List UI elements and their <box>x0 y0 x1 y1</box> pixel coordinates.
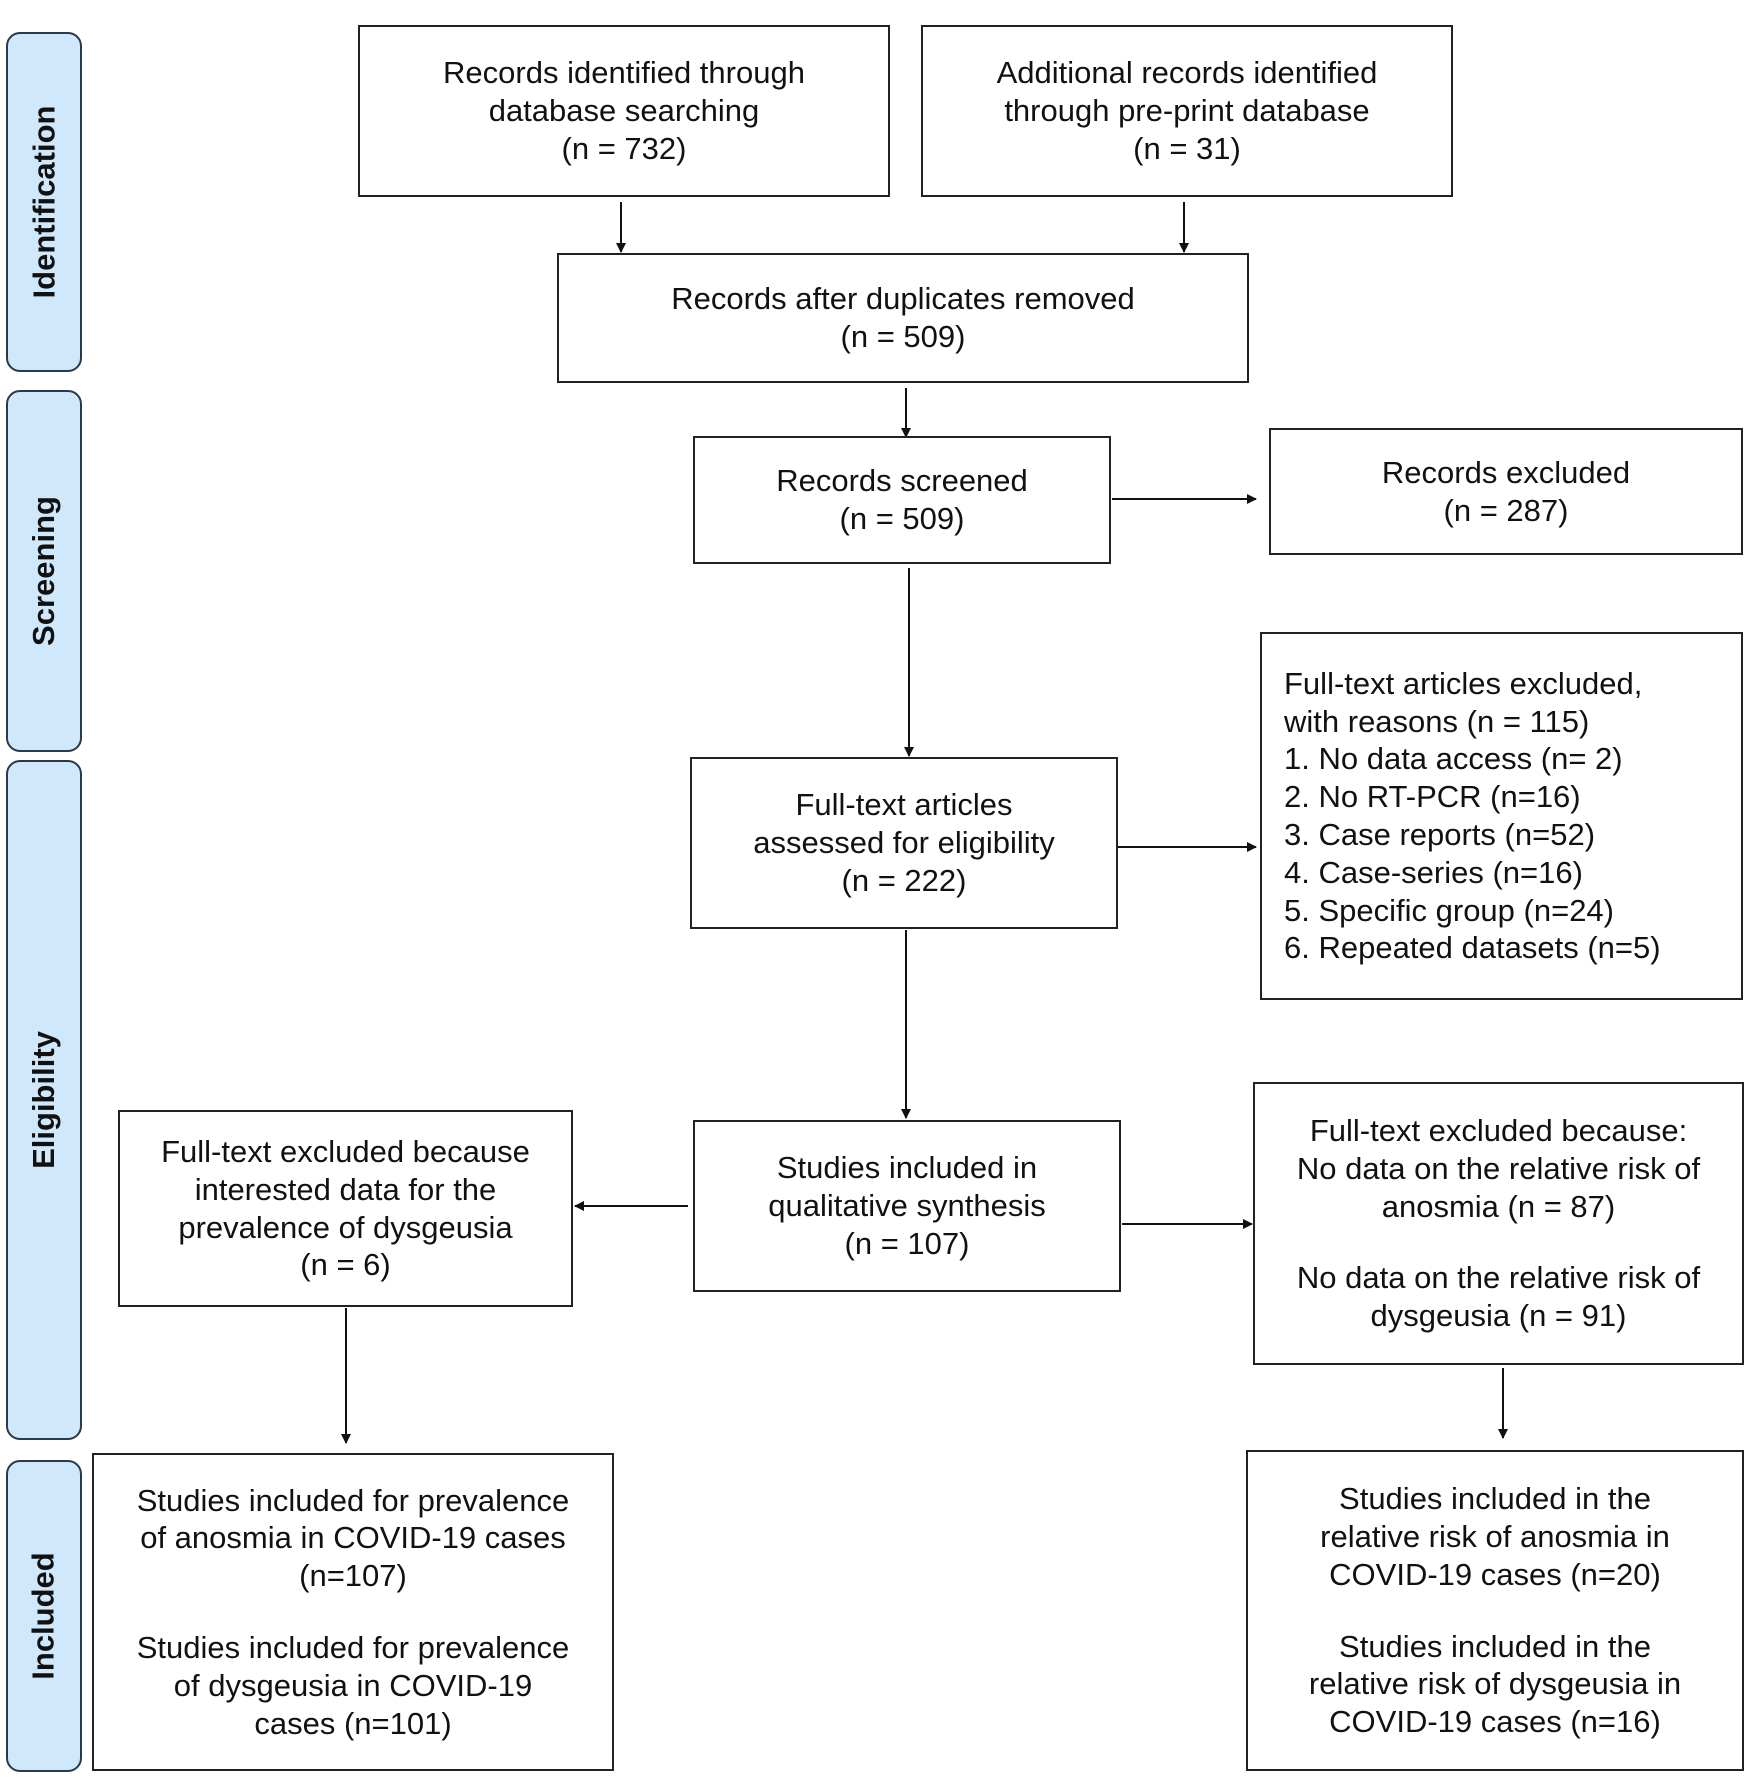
stage-screening: Screening <box>6 390 82 752</box>
stage-label: Eligibility <box>26 1031 62 1169</box>
box-line: Full-text excluded because: <box>1309 1112 1688 1148</box>
box-line: through pre-print database <box>1004 93 1370 129</box>
box-line: 3. Case reports (n=52) <box>1284 817 1596 852</box>
box-excluded-dysgeusia: Full-text excluded because interested da… <box>118 1110 573 1307</box>
box-line: Records identified through <box>443 55 805 91</box>
box-line: (n = 6) <box>300 1247 391 1283</box>
box-line: (n = 222) <box>841 862 967 898</box>
box-line: 6. Repeated datasets (n=5) <box>1284 930 1661 966</box>
box-line: (n = 509) <box>840 319 966 354</box>
box-line: 1. No data access (n= 2) <box>1284 741 1623 777</box>
box-line: (n = 509) <box>839 501 965 536</box>
box-line: (n = 732) <box>561 130 687 166</box>
box-line: Records screened <box>776 463 1028 499</box>
box-line: (n=107) <box>299 1558 407 1594</box>
box-line: Studies included in the <box>1339 1628 1651 1664</box>
box-records-excluded: Records excluded (n = 287) <box>1269 428 1743 555</box>
box-line: (n = 31) <box>1133 130 1241 166</box>
box-line: relative risk of dysgeusia in <box>1308 1666 1682 1702</box>
box-line: qualitative synthesis <box>768 1188 1046 1224</box>
box-line: relative risk of anosmia in <box>1320 1518 1670 1554</box>
box-line: Studies included in <box>776 1150 1038 1186</box>
box-line: Full-text articles <box>795 787 1013 823</box>
box-included-prevalence: Studies included for prevalence of anosm… <box>92 1453 614 1771</box>
box-line: interested data for the <box>194 1171 497 1207</box>
box-database-searching: Records identified through database sear… <box>358 25 890 197</box>
box-line: No data on the relative risk of <box>1296 1150 1701 1186</box>
box-preprint-database: Additional records identified through pr… <box>921 25 1453 197</box>
box-line: 4. Case-series (n=16) <box>1284 854 1583 890</box>
box-line: database searching <box>488 93 760 129</box>
box-fulltext-excluded-reasons: Full-text articles excluded, with reason… <box>1260 632 1743 1000</box>
box-line: 2. No RT-PCR (n=16) <box>1284 779 1581 815</box>
stage-label: Screening <box>26 496 62 646</box>
stage-label: Identification <box>26 105 62 299</box>
box-excluded-relative-risk: Full-text excluded because: No data on t… <box>1253 1082 1744 1365</box>
box-included-relative-risk: Studies included in the relative risk of… <box>1246 1450 1744 1771</box>
stage-identification: Identification <box>6 32 82 372</box>
box-line: dysgeusia (n = 91) <box>1370 1298 1627 1334</box>
box-line: COVID-19 cases (n=20) <box>1329 1556 1661 1592</box>
box-line: No data on the relative risk of <box>1296 1260 1701 1296</box>
box-line: of anosmia in COVID-19 cases <box>140 1520 566 1556</box>
box-fulltext-assessed: Full-text articles assessed for eligibil… <box>690 757 1118 929</box>
box-line: Records after duplicates removed <box>671 281 1135 317</box>
box-line: of dysgeusia in COVID-19 <box>173 1667 533 1703</box>
box-line: cases (n=101) <box>254 1705 452 1741</box>
stage-eligibility: Eligibility <box>6 760 82 1440</box>
box-line: (n = 287) <box>1443 492 1569 528</box>
box-after-duplicates: Records after duplicates removed (n = 50… <box>557 253 1249 383</box>
box-line: anosmia (n = 87) <box>1381 1188 1616 1224</box>
stage-included: Included <box>6 1460 82 1772</box>
box-line: 5. Specific group (n=24) <box>1284 892 1614 928</box>
box-line: Studies included in the <box>1339 1481 1651 1517</box>
box-line: with reasons (n = 115) <box>1284 703 1590 739</box>
box-line: (n = 107) <box>844 1225 970 1261</box>
box-line: Studies included for prevalence <box>136 1482 570 1518</box>
box-qualitative-synthesis: Studies included in qualitative synthesi… <box>693 1120 1121 1292</box>
box-line: Full-text articles excluded, <box>1284 665 1643 701</box>
box-line: Records excluded <box>1381 454 1631 490</box>
box-line: assessed for eligibility <box>753 825 1055 861</box>
box-line: Full-text excluded because <box>161 1133 530 1169</box>
stage-label: Included <box>26 1552 62 1680</box>
box-line: Studies included for prevalence <box>136 1630 570 1665</box>
box-line: COVID-19 cases (n=16) <box>1329 1704 1661 1740</box>
box-records-screened: Records screened (n = 509) <box>693 436 1111 564</box>
box-line: prevalence of dysgeusia <box>178 1209 513 1245</box>
box-line: Additional records identified <box>996 55 1378 91</box>
